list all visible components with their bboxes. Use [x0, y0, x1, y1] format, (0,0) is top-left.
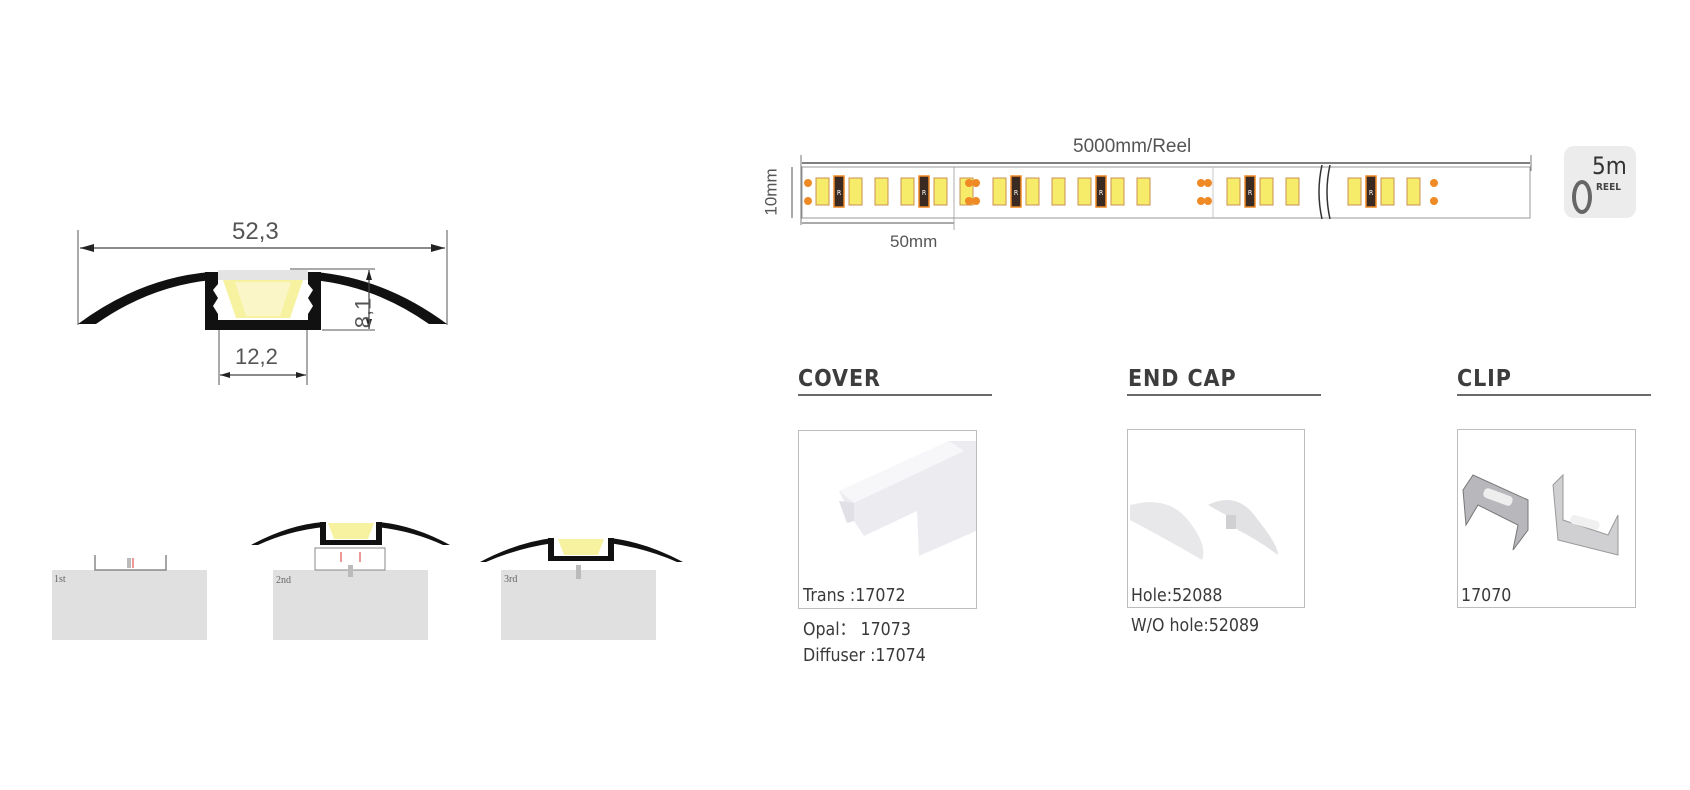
reel-size: 5m — [1592, 152, 1627, 180]
mounting-clip-icon — [1462, 473, 1619, 556]
cover-code-opal: Opal： 17073 — [803, 619, 911, 640]
resistor — [1365, 175, 1377, 208]
solder-pad — [965, 179, 973, 187]
resistor — [1010, 175, 1022, 208]
solder-pad — [1430, 197, 1438, 205]
solder-pad — [972, 179, 980, 187]
resistor-mark: R — [837, 189, 842, 197]
step-label: 3rd — [504, 574, 518, 585]
led-chip — [1136, 177, 1151, 206]
led-chip — [1077, 177, 1092, 206]
end-cap-code-hole: Hole:52088 — [1131, 585, 1223, 606]
led-chip — [848, 177, 863, 206]
led-chip — [874, 177, 889, 206]
install-step-2-drawing — [251, 522, 450, 640]
strip-cut-label: 50mm — [890, 232, 938, 251]
installation-step-3: 3rd — [478, 530, 688, 640]
solder-pad — [1197, 197, 1205, 205]
solder-pad — [1204, 197, 1212, 205]
led-chip — [1259, 177, 1274, 206]
cover-code-diffuser: Diffuser :17074 — [803, 645, 926, 665]
clip-heading: CLIP — [1457, 366, 1512, 392]
installation-step-2: 2nd — [248, 505, 458, 640]
led-chip — [1285, 177, 1300, 206]
clip-underline — [1457, 394, 1651, 396]
led-chip — [1226, 177, 1241, 206]
solder-pad — [804, 197, 812, 205]
reel-badge: 5m REEL — [1564, 146, 1636, 218]
led-chip — [1406, 177, 1421, 206]
reel-label: REEL — [1596, 182, 1621, 193]
resistor-mark: R — [1014, 189, 1019, 197]
strip-length-label: 5000mm/Reel — [1073, 136, 1192, 157]
end-cap-code-without-hole: W/O hole:52089 — [1131, 615, 1260, 636]
led-chip — [1025, 177, 1040, 206]
solder-pad — [1197, 179, 1205, 187]
resistor — [1095, 175, 1107, 208]
end-cap-heading: END CAP — [1128, 366, 1237, 392]
profile-drawing — [60, 220, 480, 390]
solder-pad — [804, 179, 812, 187]
led-chip — [1110, 177, 1125, 206]
cover-heading: COVER — [798, 366, 881, 392]
led-chip — [933, 177, 948, 206]
end-cap-icon — [1130, 500, 1278, 560]
install-step-3-drawing — [480, 538, 683, 640]
cover-image — [798, 430, 977, 609]
resistor — [833, 175, 845, 208]
solder-pad — [1430, 179, 1438, 187]
strip-width-label: 10mm — [761, 168, 781, 216]
cover-underline — [798, 394, 992, 396]
profile-height-label: 8,1 — [350, 297, 376, 329]
end-cap-underline — [1127, 394, 1321, 396]
led-chip — [900, 177, 915, 206]
profile-cross-section — [77, 230, 448, 385]
profile-width-label: 52,3 — [232, 218, 279, 245]
reel-icon — [1572, 180, 1592, 214]
led-chip — [992, 177, 1007, 206]
cover-code-diffuser-clip: Diffuser :17074 — [803, 645, 943, 665]
clip-code: 17070 — [1461, 585, 1512, 606]
step-label: 1st — [54, 574, 66, 585]
solder-pad — [1204, 179, 1212, 187]
led-chip — [1347, 177, 1362, 206]
install-step-1-drawing — [52, 555, 207, 640]
resistor-mark: R — [1099, 189, 1104, 197]
resistor-mark: R — [922, 189, 927, 197]
cover-code-trans: Trans :17072 — [803, 585, 906, 606]
step-label: 2nd — [276, 575, 291, 586]
profile-channel-label: 12,2 — [235, 344, 278, 369]
installation-step-1: 1st — [52, 520, 212, 640]
solder-pad — [965, 197, 973, 205]
resistor — [1244, 175, 1256, 208]
solder-pad — [972, 197, 980, 205]
clip-image — [1457, 429, 1636, 608]
led-chip — [1051, 177, 1066, 206]
cover-profile-icon — [839, 441, 976, 556]
led-chip — [815, 177, 830, 206]
end-cap-image — [1127, 429, 1305, 608]
resistor — [918, 175, 930, 208]
resistor-mark: R — [1248, 189, 1253, 197]
resistor-mark: R — [1369, 189, 1374, 197]
led-chip — [1380, 177, 1395, 206]
